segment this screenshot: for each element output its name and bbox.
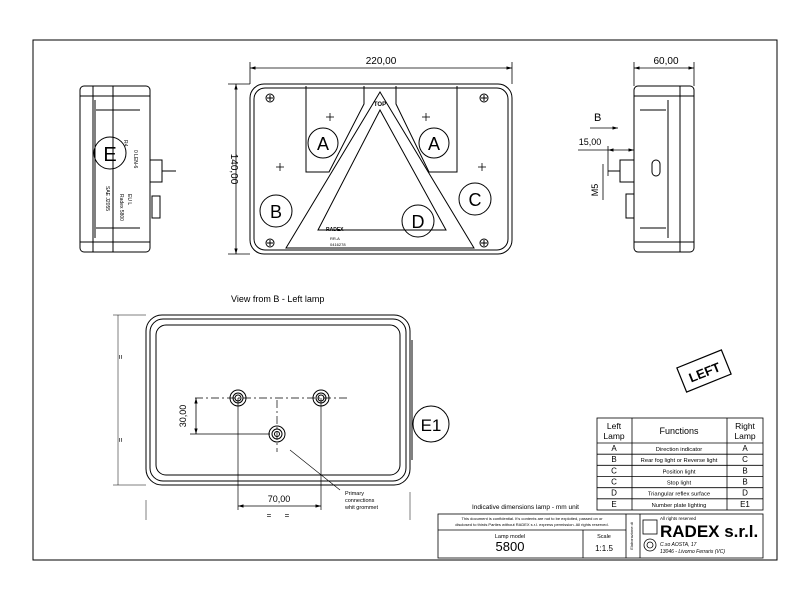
- table-cell: Number plate lighting: [652, 503, 707, 509]
- lamp-outline: [249, 83, 513, 255]
- address-line-2: 13046 - Livorno Ferraris (VC): [660, 549, 725, 555]
- sheet-border: [32, 39, 778, 561]
- svg-text:whit grommet: whit grommet: [344, 505, 378, 511]
- dim-side-60: 60,00: [653, 56, 678, 67]
- rights-text: All rights reserved: [660, 516, 697, 521]
- side-label-e: E: [103, 144, 116, 166]
- zone-label-c: C: [469, 190, 482, 210]
- table-cell: Position light: [663, 469, 696, 475]
- dim-rear-30: 30,00: [178, 405, 188, 428]
- svg-text:RR-A: RR-A: [330, 236, 340, 241]
- dim-thread-m5: M5: [590, 184, 600, 197]
- table-cell: B: [611, 455, 616, 464]
- zone-label-a-left: A: [317, 134, 329, 154]
- table-cell: D: [742, 489, 748, 498]
- rear-view-title: View from B - Left lamp: [231, 294, 324, 304]
- front-view-labels: A A B C D TOP RADEX RR-A 0416278: [270, 102, 482, 247]
- dim-rear-70: 70,00: [268, 494, 291, 504]
- dim-height-140: 140,00: [228, 154, 239, 185]
- svg-text:Radex 5800: Radex 5800: [118, 194, 124, 221]
- front-dimensions: [228, 62, 513, 255]
- e1-circle: [412, 405, 450, 443]
- table-cell: B: [742, 466, 747, 475]
- equal-mark-4: =: [285, 511, 290, 520]
- equal-mark-1: =: [116, 355, 125, 360]
- address-line-1: C.so AOSTA, 17: [660, 542, 697, 548]
- lamp-brand: RADEX: [326, 227, 344, 233]
- rear-dimensions: [113, 314, 411, 520]
- zone-label-d: D: [412, 212, 425, 232]
- model-label: Lamp model: [495, 534, 525, 540]
- zone-label-b: B: [270, 202, 282, 222]
- svg-text:SAE J2055: SAE J2055: [104, 186, 110, 211]
- table-cell: Rear fog light or Reverse light: [641, 458, 718, 464]
- side-view-left: [79, 85, 176, 253]
- dim-offset-15: 15,00: [579, 137, 602, 147]
- table-cell: Direction indicator: [656, 447, 702, 453]
- side-right-dimensions: [578, 62, 695, 200]
- side-view-right: [608, 85, 695, 253]
- table-cell: A: [742, 444, 748, 453]
- table-cell: E: [611, 500, 616, 509]
- rear-view: [145, 314, 413, 510]
- scale-value: 1:1.5: [595, 544, 613, 553]
- table-cell: B: [742, 478, 747, 487]
- scale-label: Scale: [597, 534, 611, 540]
- side-label: Elaborazione di: [629, 522, 634, 550]
- front-view: [249, 83, 513, 255]
- equal-mark-2: =: [116, 438, 125, 443]
- title-block-text: This document is confidential. It's cont…: [455, 516, 758, 555]
- top-mark: TOP: [374, 102, 386, 108]
- table-header-functions: Functions: [659, 426, 699, 436]
- model-value: 5800: [496, 539, 525, 554]
- confidential-line-2: disclosed to thirds Parties without RADE…: [455, 522, 608, 527]
- company-name: RADEX s.r.l.: [660, 522, 758, 541]
- left-stamp: LEFT: [676, 349, 732, 393]
- table-cell: D: [611, 489, 617, 498]
- svg-text:0 LEN-6: 0 LEN-6: [132, 150, 138, 169]
- svg-text:EU L: EU L: [126, 194, 132, 205]
- svg-text:0416278: 0416278: [330, 242, 346, 247]
- functions-table: [596, 417, 764, 511]
- corner-screws: [265, 93, 489, 248]
- title-block: [437, 513, 764, 559]
- reflex-triangle: [285, 91, 475, 249]
- table-cell: E1: [740, 500, 750, 509]
- table-cell: C: [742, 455, 748, 464]
- table-cell: C: [611, 466, 617, 475]
- table-cell: A: [611, 444, 617, 453]
- view-arrow-b: B: [594, 112, 601, 124]
- side-left-text: E 0 LEN-6 R4 SAE J2055 Radex 5800 EU L: [103, 140, 138, 221]
- equal-mark-3: =: [267, 511, 272, 520]
- connection-note: Primary connections whit grommet: [344, 491, 378, 511]
- svg-text:R4: R4: [122, 140, 128, 147]
- table-cell: Stop light: [667, 481, 692, 487]
- table-cell: C: [611, 478, 617, 487]
- dimensions-note: Indicative dimensions lamp - mm unit: [472, 504, 579, 511]
- dim-width-220: 220,00: [366, 56, 397, 67]
- svg-text:connections: connections: [345, 498, 375, 504]
- label-e1: E1: [421, 416, 442, 435]
- svg-text:Primary: Primary: [345, 491, 364, 497]
- confidential-line-1: This document is confidential. It's cont…: [461, 516, 603, 521]
- zone-label-a-right: A: [428, 134, 440, 154]
- table-cell: Triangular reflex surface: [648, 492, 710, 498]
